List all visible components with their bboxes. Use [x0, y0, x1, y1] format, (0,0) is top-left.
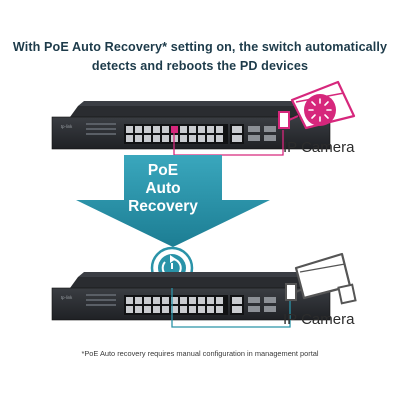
poe-auto-recovery-arrow	[76, 155, 270, 247]
switch-top-logo: tp-link	[61, 124, 73, 129]
ip-camera-top-label: IP Camera	[283, 139, 355, 156]
switch-bottom: tp-link	[51, 272, 331, 321]
footnote: *PoE Auto recovery requires manual confi…	[81, 349, 319, 358]
switch-top: tp-link	[51, 101, 331, 150]
poe-port-highlight	[171, 126, 178, 133]
ip-camera-bottom	[285, 252, 357, 305]
arrow-label-line-1: PoE	[147, 162, 179, 179]
switch-bottom-logo: tp-link	[61, 295, 73, 300]
headline-line-2: detects and reboots the PD devices	[91, 59, 309, 73]
ip-camera-bottom-label: IP Camera	[283, 311, 355, 328]
reboot-spinner-icon	[308, 98, 332, 122]
headline-line-1: With PoE Auto Recovery* setting on, the …	[12, 40, 388, 54]
arrow-label: PoE Auto Recovery	[108, 162, 218, 216]
ip-camera-top	[278, 80, 356, 130]
arrow-label-line-3: Recovery	[128, 198, 198, 215]
arrow-label-line-2: Auto	[145, 180, 181, 197]
cable-top	[173, 130, 284, 156]
headline: With PoE Auto Recovery* setting on, the …	[0, 38, 400, 76]
cable-bottom	[171, 288, 291, 328]
